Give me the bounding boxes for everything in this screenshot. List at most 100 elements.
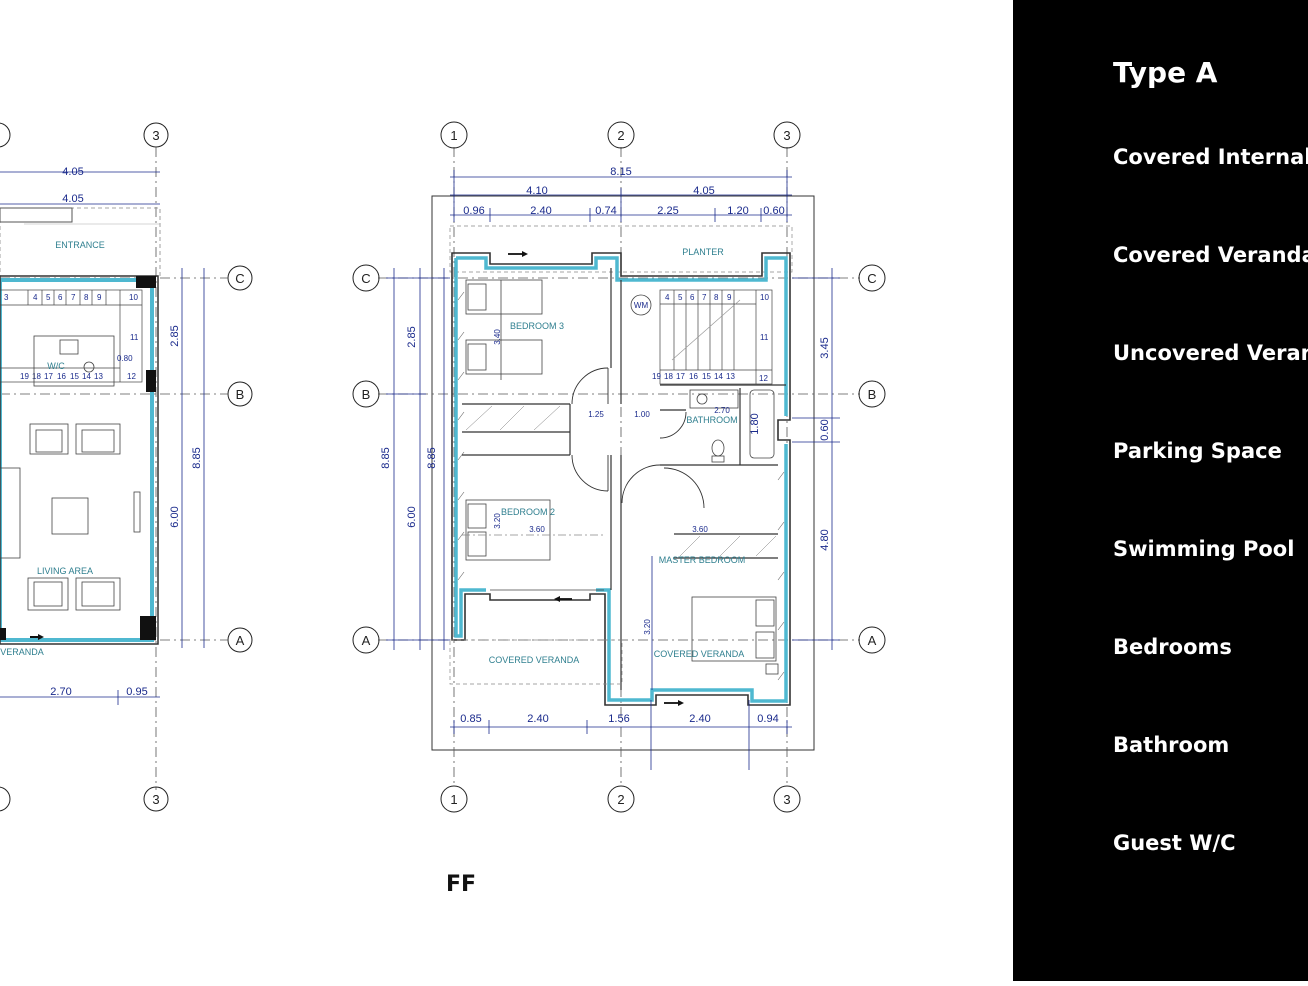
stair-number: 13 xyxy=(726,372,735,381)
dimension-text: 4.05 xyxy=(62,193,83,205)
stair-number: 14 xyxy=(714,372,723,381)
stair-number: 12 xyxy=(759,374,768,383)
stair-number: 5 xyxy=(46,293,51,302)
appliance-label: WM xyxy=(634,301,649,310)
legend-item: Covered Internal xyxy=(1113,145,1308,169)
stair-number: 10 xyxy=(760,293,769,302)
washing-machine-icon xyxy=(630,294,652,316)
room-label: LIVING AREA xyxy=(37,566,93,576)
dimension-text: 4.10 xyxy=(526,185,547,197)
stair-number: 18 xyxy=(32,372,41,381)
dimension-text: 8.85 xyxy=(380,447,392,468)
dimension-text: 0.94 xyxy=(757,713,778,725)
arrow-icon xyxy=(554,596,560,602)
stair-number: 3 xyxy=(4,293,9,302)
dimension-text: 1.25 xyxy=(588,410,604,419)
floor-plan-drawing: 3 3 C B A 4.05 4.05 2.85 6.00 8.85 ENTRA… xyxy=(0,121,886,813)
grid-bubble xyxy=(0,122,11,148)
grid-label: A xyxy=(236,633,245,648)
legend-item: Swimming Pool xyxy=(1113,537,1295,561)
dimension-text: 8.85 xyxy=(426,447,438,468)
stair-number: 4 xyxy=(33,293,38,302)
stair-number: 11 xyxy=(760,333,769,342)
room-label: ENTRANCE xyxy=(55,240,105,250)
stair-number: 9 xyxy=(97,293,102,302)
dimension-text: 0.60 xyxy=(763,205,784,217)
dimension-text: 0.95 xyxy=(126,686,147,698)
grid-label: 1 xyxy=(450,792,457,807)
grid-label: B xyxy=(362,387,371,402)
stair-number: 16 xyxy=(57,372,66,381)
dimension-text: 3.20 xyxy=(643,619,652,635)
grid-label: 1 xyxy=(450,128,457,143)
grid-label: C xyxy=(867,271,876,286)
stair-number: 7 xyxy=(702,293,707,302)
ground-floor-plan: 3 3 C B A 4.05 4.05 2.85 6.00 8.85 ENTRA… xyxy=(0,122,253,812)
room-label: MASTER BEDROOM xyxy=(659,555,746,565)
room-label: VERANDA xyxy=(0,647,44,657)
grid-label: 2 xyxy=(617,792,624,807)
stair-number: 5 xyxy=(678,293,683,302)
room-label: COVERED VERANDA xyxy=(654,649,745,659)
grid-label: 3 xyxy=(152,792,159,807)
grid-label: 3 xyxy=(783,128,790,143)
legend-panel: Type A Covered Internal Covered Veranda … xyxy=(1013,0,1308,981)
dimension-text: 4.05 xyxy=(693,185,714,197)
dimension-text: 6.00 xyxy=(169,506,181,527)
dimension-text: 1.80 xyxy=(749,413,761,434)
panel-title: Type A xyxy=(1113,56,1218,89)
dimension-text: 2.40 xyxy=(530,205,551,217)
stair-number: 9 xyxy=(727,293,732,302)
dimension-text: 4.05 xyxy=(62,166,83,178)
dimension-text: 2.40 xyxy=(689,713,710,725)
dimension-text: 1.20 xyxy=(727,205,748,217)
grid-label: 3 xyxy=(152,128,159,143)
floor-label: FF xyxy=(446,872,477,897)
dimension-text: 3.60 xyxy=(529,525,545,534)
legend-item: Guest W/C xyxy=(1113,831,1236,855)
legend-item: Bathroom xyxy=(1113,733,1230,757)
room-label: PLANTER xyxy=(682,247,724,257)
stair-number: 18 xyxy=(664,372,673,381)
dimension-text: 0.60 xyxy=(819,419,831,440)
legend-item: Uncovered Veran xyxy=(1113,341,1308,365)
stair-number: 6 xyxy=(58,293,63,302)
stair-number: 4 xyxy=(665,293,670,302)
floor-plan-area: 3 3 C B A 4.05 4.05 2.85 6.00 8.85 ENTRA… xyxy=(0,121,886,897)
dimension-text: 1.56 xyxy=(608,713,629,725)
grid-label: C xyxy=(361,271,370,286)
dimension-text: 2.25 xyxy=(657,205,678,217)
stair-number: 11 xyxy=(130,333,139,342)
legend-item: Bedrooms xyxy=(1113,635,1232,659)
stair-number: 14 xyxy=(82,372,91,381)
stair-number: 7 xyxy=(71,293,76,302)
dimension-text: 2.85 xyxy=(406,326,418,347)
dimension-text: 2.70 xyxy=(714,406,730,415)
dimension-text: 3.45 xyxy=(819,337,831,358)
dimension-text: 3.20 xyxy=(493,513,502,529)
stair-number: 13 xyxy=(94,372,103,381)
room-label: BATHROOM xyxy=(686,415,737,425)
stair-number: 10 xyxy=(129,293,138,302)
dimension-text: 4.80 xyxy=(819,529,831,550)
grid-label: A xyxy=(868,633,877,648)
dimension-text: 2.70 xyxy=(50,686,71,698)
stair-number: 17 xyxy=(676,372,685,381)
dimension-text: 0.85 xyxy=(460,713,481,725)
dimension-text: 0.80 xyxy=(117,354,133,363)
grid-label: B xyxy=(236,387,245,402)
dimension-text: 0.96 xyxy=(463,205,484,217)
stair-number: 8 xyxy=(84,293,89,302)
stair-number: 15 xyxy=(702,372,711,381)
stair-number: 6 xyxy=(690,293,695,302)
room-label: BEDROOM 2 xyxy=(501,507,555,517)
room-label: COVERED VERANDA xyxy=(489,655,580,665)
grid-label: 3 xyxy=(783,792,790,807)
arrow-icon xyxy=(678,700,684,706)
dimension-text: 8.85 xyxy=(191,447,203,468)
grid-label: C xyxy=(235,271,244,286)
stair-number: 15 xyxy=(70,372,79,381)
stair-number: 19 xyxy=(652,372,661,381)
room-label: BEDROOM 3 xyxy=(510,321,564,331)
dimension-text: 8.15 xyxy=(610,166,631,178)
